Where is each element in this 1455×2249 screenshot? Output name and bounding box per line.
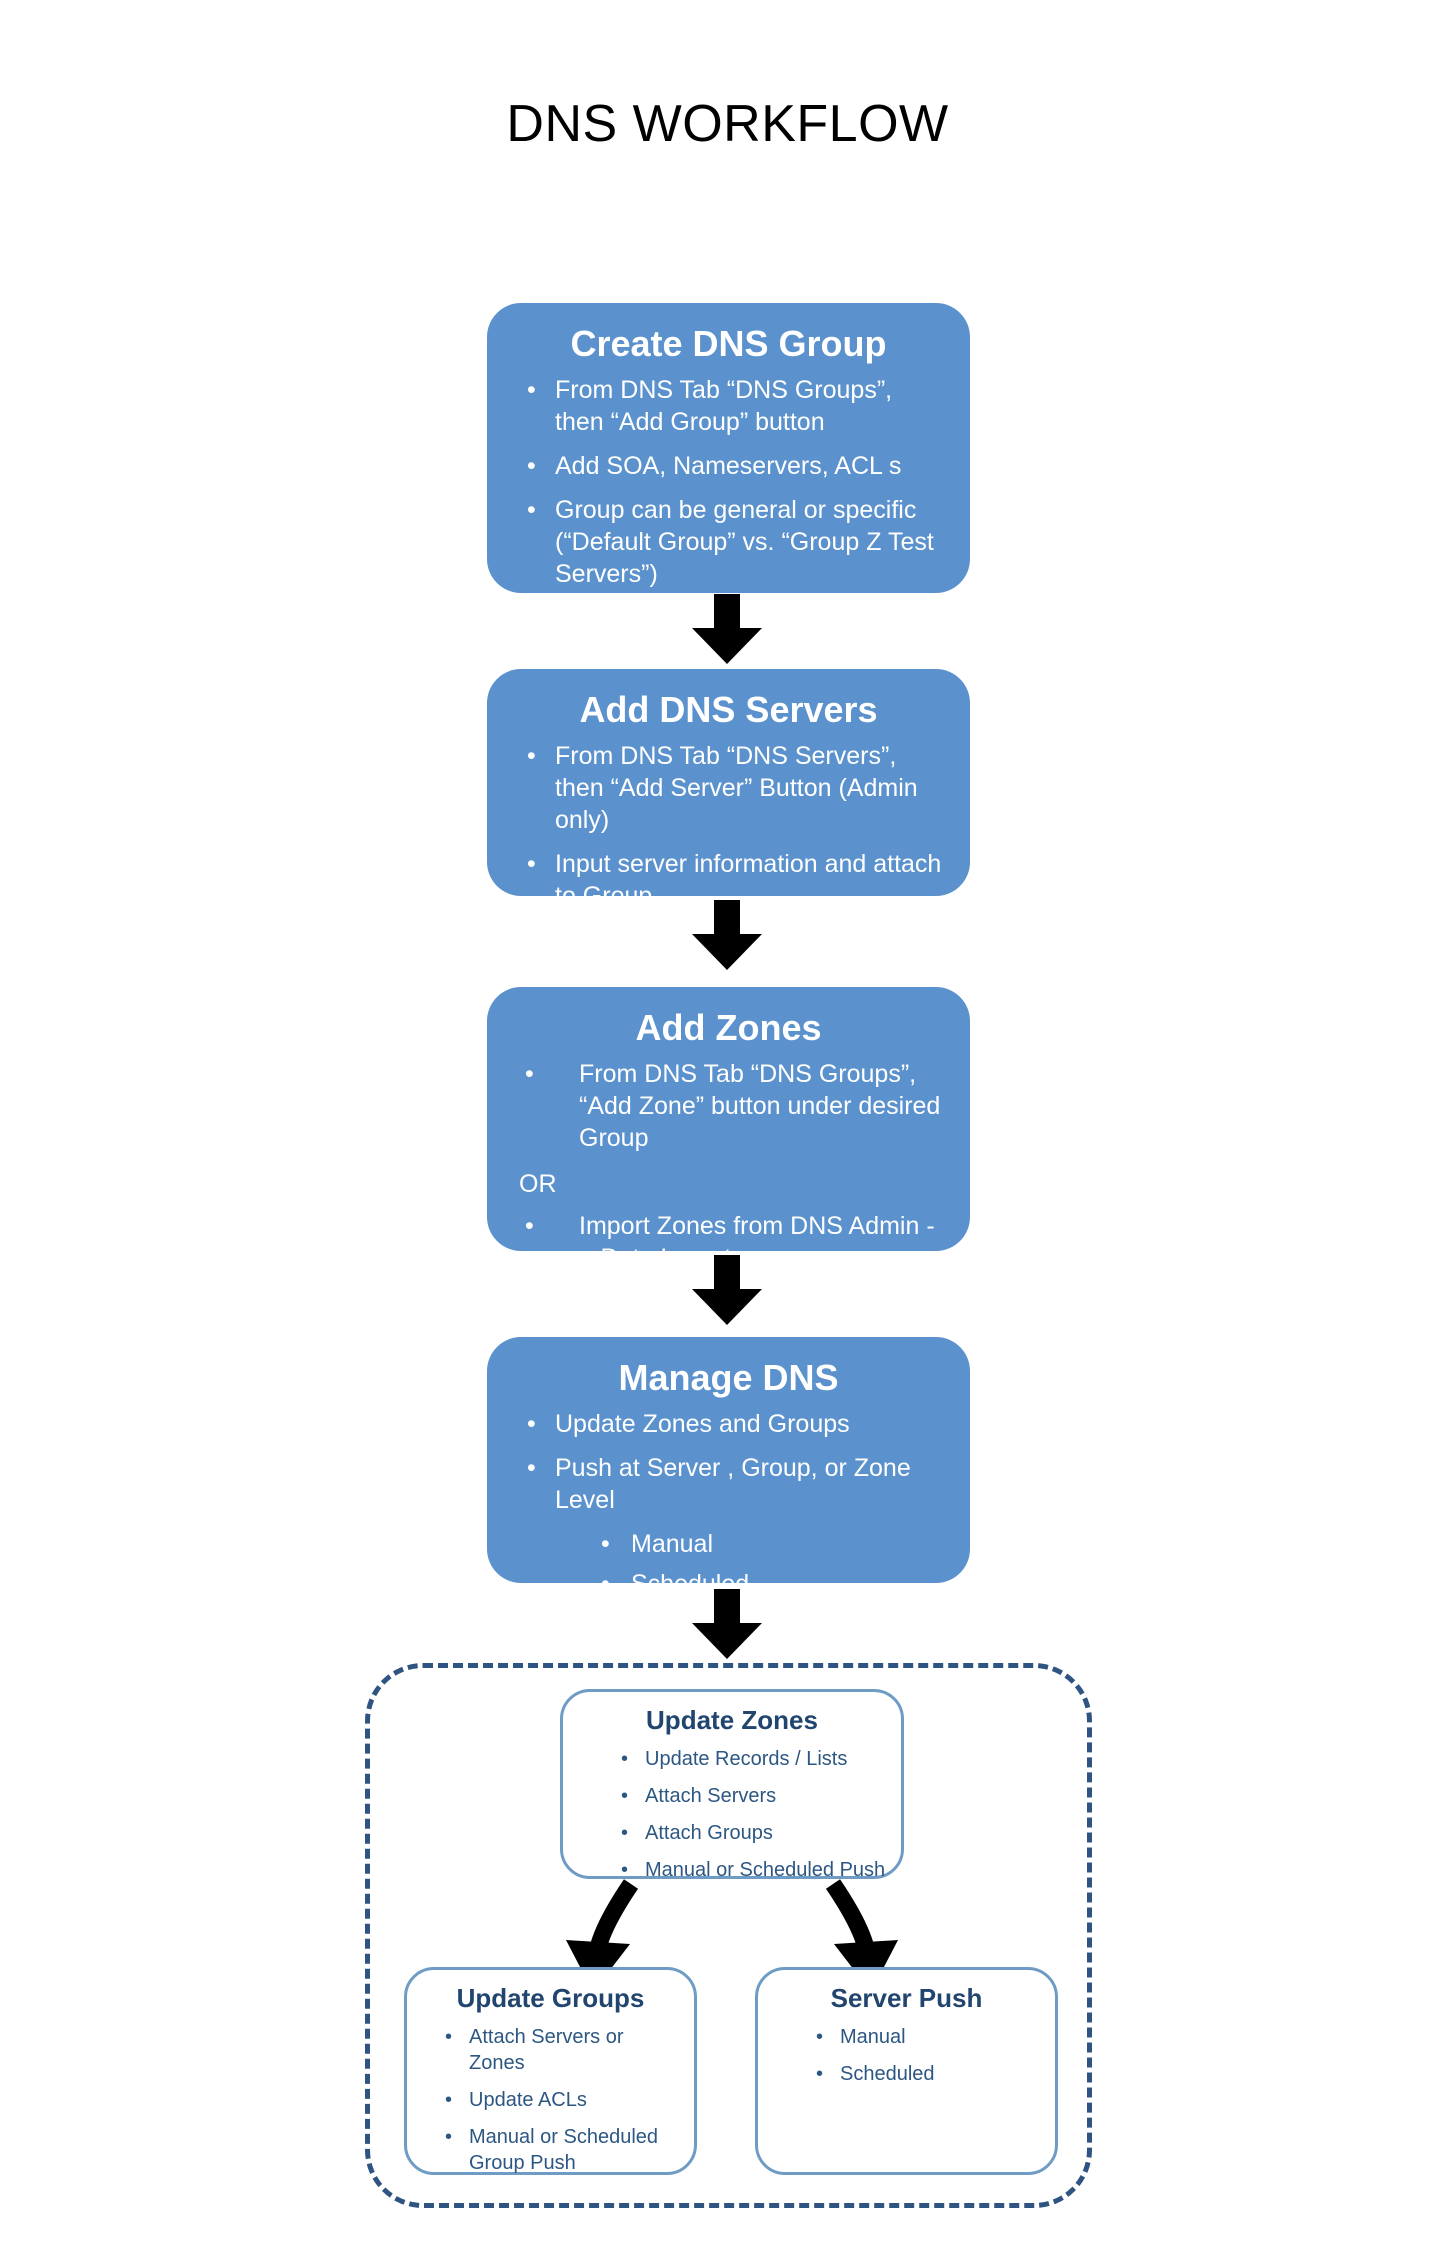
bullet-glyph: • <box>527 1410 536 1439</box>
stage-box-add-dns-servers[interactable]: Add DNS Servers • From DNS Tab “DNS Serve… <box>487 669 970 910</box>
stage-sub-bullet-list-manage-dns: • Manual •Scheduled <box>487 1528 970 1600</box>
stage-title-add-zones: Add Zones <box>635 1007 822 1048</box>
list-item: • Update Records / Lists <box>619 1746 887 1772</box>
detail-box-update-zones[interactable]: Update Zones • Update Records / Lists • At… <box>560 1689 904 1881</box>
or-separator-label: OR <box>519 1170 557 1199</box>
bullet-glyph: • <box>525 1212 534 1241</box>
bullet-glyph: • <box>621 1821 629 1844</box>
bullet-glyph: • <box>601 1530 610 1559</box>
bullet-glyph: • <box>527 850 536 879</box>
bullet-glyph: • <box>527 742 536 771</box>
list-item-text: Import Zones from DNS Admin -> Data Impo… <box>579 1212 935 1273</box>
list-item-text: Manual or Scheduled Push <box>645 1858 886 1881</box>
arrow-down-icon-3 <box>692 1255 762 1325</box>
list-item-text: Manual or Scheduled Group Push <box>469 2125 659 2174</box>
stage-box-add-zones[interactable]: Add Zones • From DNS Tab “DNS Groups”, “A… <box>487 987 970 1272</box>
stage-bullet-list-add-zones-primary: • From DNS Tab “DNS Groups”, “Add Zone” b… <box>487 1048 970 1154</box>
list-item: • From DNS Tab “DNS Servers”, then “Add S… <box>521 740 944 836</box>
stage-title-create-dns-group: Create DNS Group <box>570 323 887 364</box>
list-item-text: Manual <box>840 2025 906 2048</box>
detail-bullet-list-server-push: • Manual • Scheduled <box>758 2014 1055 2087</box>
arrow-down-icon-2 <box>692 900 762 970</box>
stage-box-create-dns-group[interactable]: Create DNS Group • From DNS Tab “DNS Grou… <box>487 303 970 593</box>
detail-box-update-groups[interactable]: Update Groups • Attach Servers or Zones •… <box>404 1967 697 2175</box>
bullet-glyph: • <box>445 2025 453 2048</box>
stage-bullet-list-add-zones-alternate: • Import Zones from DNS Admin -> Data Imp… <box>487 1210 970 1274</box>
stage-bullet-list-create-dns-group: • From DNS Tab “DNS Groups”, then “Add Gr… <box>487 364 970 590</box>
list-item: • Push at Server , Group, or Zone Level <box>521 1452 944 1516</box>
bullet-glyph: • <box>445 2088 453 2111</box>
stage-title-add-dns-servers: Add DNS Servers <box>579 689 878 730</box>
detail-title-update-zones: Update Zones <box>646 1705 818 1735</box>
list-item: • Manual or Scheduled Push <box>619 1857 887 1883</box>
bullet-glyph: • <box>601 1570 610 1599</box>
list-item: • Update Zones and Groups <box>521 1408 944 1440</box>
bullet-glyph: • <box>621 1747 629 1770</box>
list-item-text: Input server information and attach to G… <box>555 850 942 911</box>
bullet-glyph: • <box>816 2025 824 2048</box>
list-item: • Attach Servers or Zones <box>443 2024 680 2076</box>
bullet-glyph: • <box>445 2125 453 2148</box>
list-item-text: From DNS Tab “DNS Servers”, then “Add Se… <box>555 742 918 835</box>
bullet-glyph: • <box>525 1060 534 1089</box>
list-item-text: Attach Groups <box>645 1821 773 1844</box>
list-item: • Attach Servers <box>619 1783 887 1809</box>
detail-title-server-push: Server Push <box>830 1983 983 2013</box>
list-item-text: Attach Servers or Zones <box>469 2025 624 2074</box>
list-item-text: From DNS Tab “DNS Groups”, then “Add Gro… <box>555 376 893 437</box>
list-item: • Import Zones from DNS Admin -> Data Imp… <box>521 1210 944 1274</box>
list-item-text: Update ACLs <box>469 2088 587 2111</box>
list-item: • Add SOA, Nameservers, ACL s <box>521 450 944 482</box>
list-item: • Manual <box>597 1528 970 1560</box>
list-item: • Attach Groups <box>619 1820 887 1846</box>
stage-box-manage-dns[interactable]: Manage DNS • Update Zones and Groups • Pus… <box>487 1337 970 1598</box>
dashed-group-container <box>365 1663 1092 2208</box>
list-item: • Update ACLs <box>443 2087 680 2113</box>
arrow-down-icon-1 <box>692 594 762 664</box>
bullet-glyph: • <box>621 1858 629 1881</box>
bullet-glyph: • <box>527 496 536 525</box>
bullet-glyph: • <box>621 1784 629 1807</box>
list-item: • Input server information and attach to … <box>521 848 944 912</box>
list-item-text: Group can be general or specific (“Defau… <box>555 496 934 589</box>
list-item-text: Manual <box>631 1530 713 1559</box>
bullet-glyph: • <box>527 1454 536 1483</box>
list-item-text: Add SOA, Nameservers, ACL s <box>555 452 902 481</box>
bullet-glyph: • <box>816 2062 824 2085</box>
detail-bullet-list-update-zones: •Update Records / Lists •Attach Servers … <box>563 1736 901 1883</box>
page-title: DNS WORKFLOW <box>506 95 949 153</box>
list-item-text: Attach Servers <box>645 1784 777 1807</box>
list-item: • Manual <box>814 2024 1041 2050</box>
list-item-text: Update Records / Lists <box>645 1747 848 1770</box>
list-item-text: Scheduled <box>840 2062 935 2085</box>
list-item-text: Update Zones and Groups <box>555 1410 850 1439</box>
list-item: • Scheduled <box>814 2061 1041 2087</box>
list-item: • From DNS Tab “DNS Groups”, “Add Zone” b… <box>521 1058 944 1154</box>
list-item-text: Push at Server , Group, or Zone Level <box>555 1454 911 1515</box>
bullet-glyph: • <box>527 376 536 405</box>
stage-bullet-list-add-dns-servers: • From DNS Tab “DNS Servers”, then “Add S… <box>487 730 970 912</box>
list-item: • Manual or Scheduled Group Push <box>443 2124 680 2176</box>
stage-title-manage-dns: Manage DNS <box>618 1357 839 1398</box>
detail-title-update-groups: Update Groups <box>456 1983 645 2013</box>
bullet-glyph: • <box>527 452 536 481</box>
list-item: • From DNS Tab “DNS Groups”, then “Add Gr… <box>521 374 944 438</box>
list-item-text: From DNS Tab “DNS Groups”, “Add Zone” bu… <box>579 1060 941 1153</box>
list-item: • Group can be general or specific (“Defa… <box>521 494 944 590</box>
list-item: •Scheduled <box>597 1568 970 1600</box>
detail-box-server-push[interactable]: Server Push • Manual • Scheduled <box>755 1967 1058 2175</box>
arrow-down-icon-4 <box>692 1589 762 1659</box>
stage-bullet-list-manage-dns: • Update Zones and Groups • Push at Server… <box>487 1398 970 1516</box>
detail-bullet-list-update-groups: • Attach Servers or Zones • Update ACLs • M… <box>407 2014 694 2176</box>
